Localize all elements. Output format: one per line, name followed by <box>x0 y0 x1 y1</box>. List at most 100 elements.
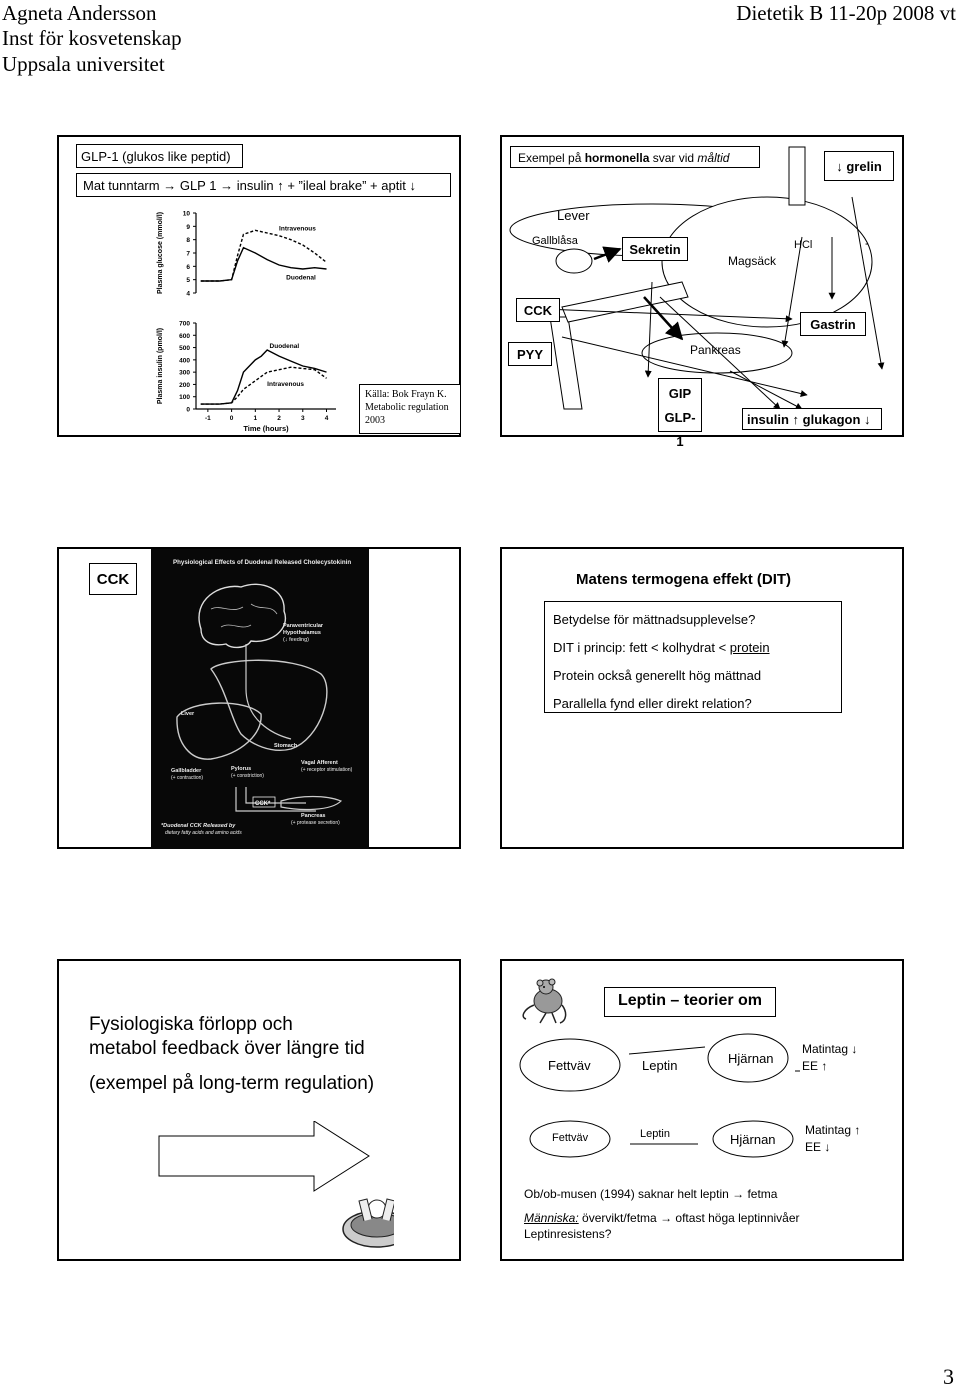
scale-icon <box>343 1199 394 1247</box>
secretin-label: Sekretin <box>629 242 680 257</box>
dit-line-underlined: protein <box>730 640 770 655</box>
arrow-right-icon: → <box>220 178 233 193</box>
hormone-title-box: Exempel på hormonella svar vid måltid <box>510 146 760 168</box>
human-label: Människa: <box>524 1211 579 1225</box>
dit-line: Betydelse för mättnadsupplevelse? <box>553 606 833 634</box>
glp1-line-box: Mat tunntarm → GLP 1 → insulin ↑ + ”ilea… <box>76 173 451 197</box>
dit-line: DIT i princip: fett < kolhydrat < protei… <box>553 634 833 662</box>
department: Inst för kosvetenskap <box>2 25 182 51</box>
obob-text: fetma <box>747 1187 777 1201</box>
arrow-up-icon: ↑ <box>277 178 284 193</box>
matintag-ee-2: Matintag ↑ EE ↓ <box>805 1122 860 1156</box>
y-axis-label: Plasma glucose (mmol/l) <box>157 212 164 294</box>
series-line <box>201 230 327 281</box>
cck-effects-figure: Physiological Effects of Duodenal Releas… <box>151 549 369 849</box>
constriction-label: (+ constriction) <box>231 773 264 779</box>
glp1-title-box: GLP-1 (glukos like peptid) <box>76 144 243 168</box>
slide-glp1: GLP-1 (glukos like peptid) Mat tunntarm … <box>57 135 461 437</box>
y-tick-label: 500 <box>179 345 190 352</box>
insulin-label: insulin <box>747 412 789 427</box>
ee-label: EE <box>805 1140 821 1154</box>
pylorus-label: Pylorus <box>231 766 251 772</box>
glp1-line-text: + ”ileal brake” + aptit <box>287 178 406 193</box>
feedback-line1: Fysiologiska förlopp och <box>89 1013 293 1037</box>
university: Uppsala universitet <box>2 51 165 77</box>
paraventricular-label: Paraventricular <box>283 623 324 629</box>
page-number: 3 <box>943 1364 954 1390</box>
source-note: Källa: Bok Frayn K. Metabolic regulation… <box>365 389 449 426</box>
dit-line: Protein också generellt hög mättnad <box>553 662 833 690</box>
figure-title: Physiological Effects of Duodenal Releas… <box>173 559 351 566</box>
gallbladder-figure-label: Gallbladder <box>171 768 202 774</box>
arrow-right-icon: → <box>732 1187 744 1201</box>
arrow-down-icon: ↓ <box>851 1042 857 1056</box>
leptin-label: Leptin <box>640 1128 670 1140</box>
glp1-label: GLP-1 <box>661 406 699 454</box>
cck-label-box: CCK <box>89 563 137 595</box>
right-arrow-icon <box>159 1121 369 1191</box>
duodenum-shape <box>550 317 582 409</box>
arrow-up-icon: ↑ <box>854 1123 860 1137</box>
gastrin-label: Gastrin <box>810 317 856 332</box>
series-label: Duodenal <box>286 275 316 282</box>
dash-label: - <box>865 236 869 250</box>
dit-text-box: Betydelse för mättnadsupplevelse? DIT i … <box>544 601 842 713</box>
dit-title: Matens termogena effekt (DIT) <box>576 571 791 588</box>
y-tick-label: 6 <box>186 264 190 271</box>
stomach-label: Magsäck <box>728 254 776 268</box>
intestine-shape <box>562 282 688 322</box>
author-name: Agneta Andersson <box>2 0 157 26</box>
human-text: oftast höga leptinnivåer <box>675 1211 799 1225</box>
feedback-line2: metabol feedback över längre tid <box>89 1037 365 1061</box>
slide-dit: Matens termogena effekt (DIT) Betydelse … <box>500 547 904 849</box>
glp1-line-text: insulin <box>237 178 274 193</box>
y-tick-label: 10 <box>183 211 191 218</box>
dit-line-text: DIT i princip: fett < kolhydrat < <box>553 640 730 655</box>
insulin-glucagon-box: insulin ↑ glukagon ↓ <box>742 408 882 430</box>
series-line <box>201 367 327 404</box>
protease-label: (+ protease secretion) <box>291 820 340 826</box>
y-tick-label: 300 <box>179 370 190 377</box>
arrow-right-icon: → <box>163 178 176 193</box>
x-tick-label: 0 <box>230 415 234 422</box>
footnote-line1: *Duodenal CCK Released by <box>161 823 236 829</box>
ghrelin-label: grelin <box>846 159 881 174</box>
hormone-title-text: Exempel på <box>518 151 585 165</box>
receptor-label: (+ receptor stimulation) <box>301 767 353 773</box>
x-tick-label: 4 <box>325 415 329 422</box>
y-tick-label: 8 <box>186 237 190 244</box>
feeding-label: (↓ feeding) <box>283 637 309 643</box>
liver-label: Lever <box>557 208 590 223</box>
hormone-title-italic: måltid <box>697 151 729 165</box>
course-title: Dietetik B 11-20p 2008 vt <box>736 0 956 26</box>
x-tick-label: 3 <box>301 415 305 422</box>
slide-cck: CCK Physiological Effects of Duodenal Re… <box>57 547 461 849</box>
series-line <box>201 350 327 404</box>
pyy-box: PYY <box>508 342 552 366</box>
y-tick-label: 200 <box>179 382 190 389</box>
feedback-illustration <box>154 1121 394 1251</box>
cck-slide-label: CCK <box>97 571 130 588</box>
hormone-diagram <box>502 137 906 439</box>
hcl-label: HCl <box>794 239 812 251</box>
liver-figure-label: Liver <box>181 711 195 717</box>
cck-label: CCK <box>524 303 552 318</box>
series-label: Duodenal <box>270 343 300 350</box>
y-tick-label: 100 <box>179 394 190 401</box>
dit-line: Parallella fynd eller direkt relation? <box>553 690 833 718</box>
contraction-label: (+ contraction) <box>171 775 203 781</box>
cck-star-label: CCK* <box>255 801 271 807</box>
y-tick-label: 700 <box>179 321 190 328</box>
fettvav-label: Fettväv <box>552 1132 588 1144</box>
obob-line: Ob/ob-musen (1994) saknar helt leptin → … <box>524 1187 777 1201</box>
y-tick-label: 4 <box>186 291 190 298</box>
resistance-line: Leptinresistens? <box>524 1227 611 1241</box>
slide-leptin: Leptin – teorier om Fettväv Leptin Hjärn… <box>500 959 904 1261</box>
fettvav-label: Fettväv <box>548 1058 591 1073</box>
human-line: Människa: övervikt/fetma → oftast höga l… <box>524 1211 800 1225</box>
gip-label: GIP <box>661 382 699 406</box>
hjarnan-label: Hjärnan <box>730 1132 776 1147</box>
arrow-right-icon: → <box>660 1211 672 1225</box>
arrow-down-icon: ↓ <box>409 178 416 193</box>
